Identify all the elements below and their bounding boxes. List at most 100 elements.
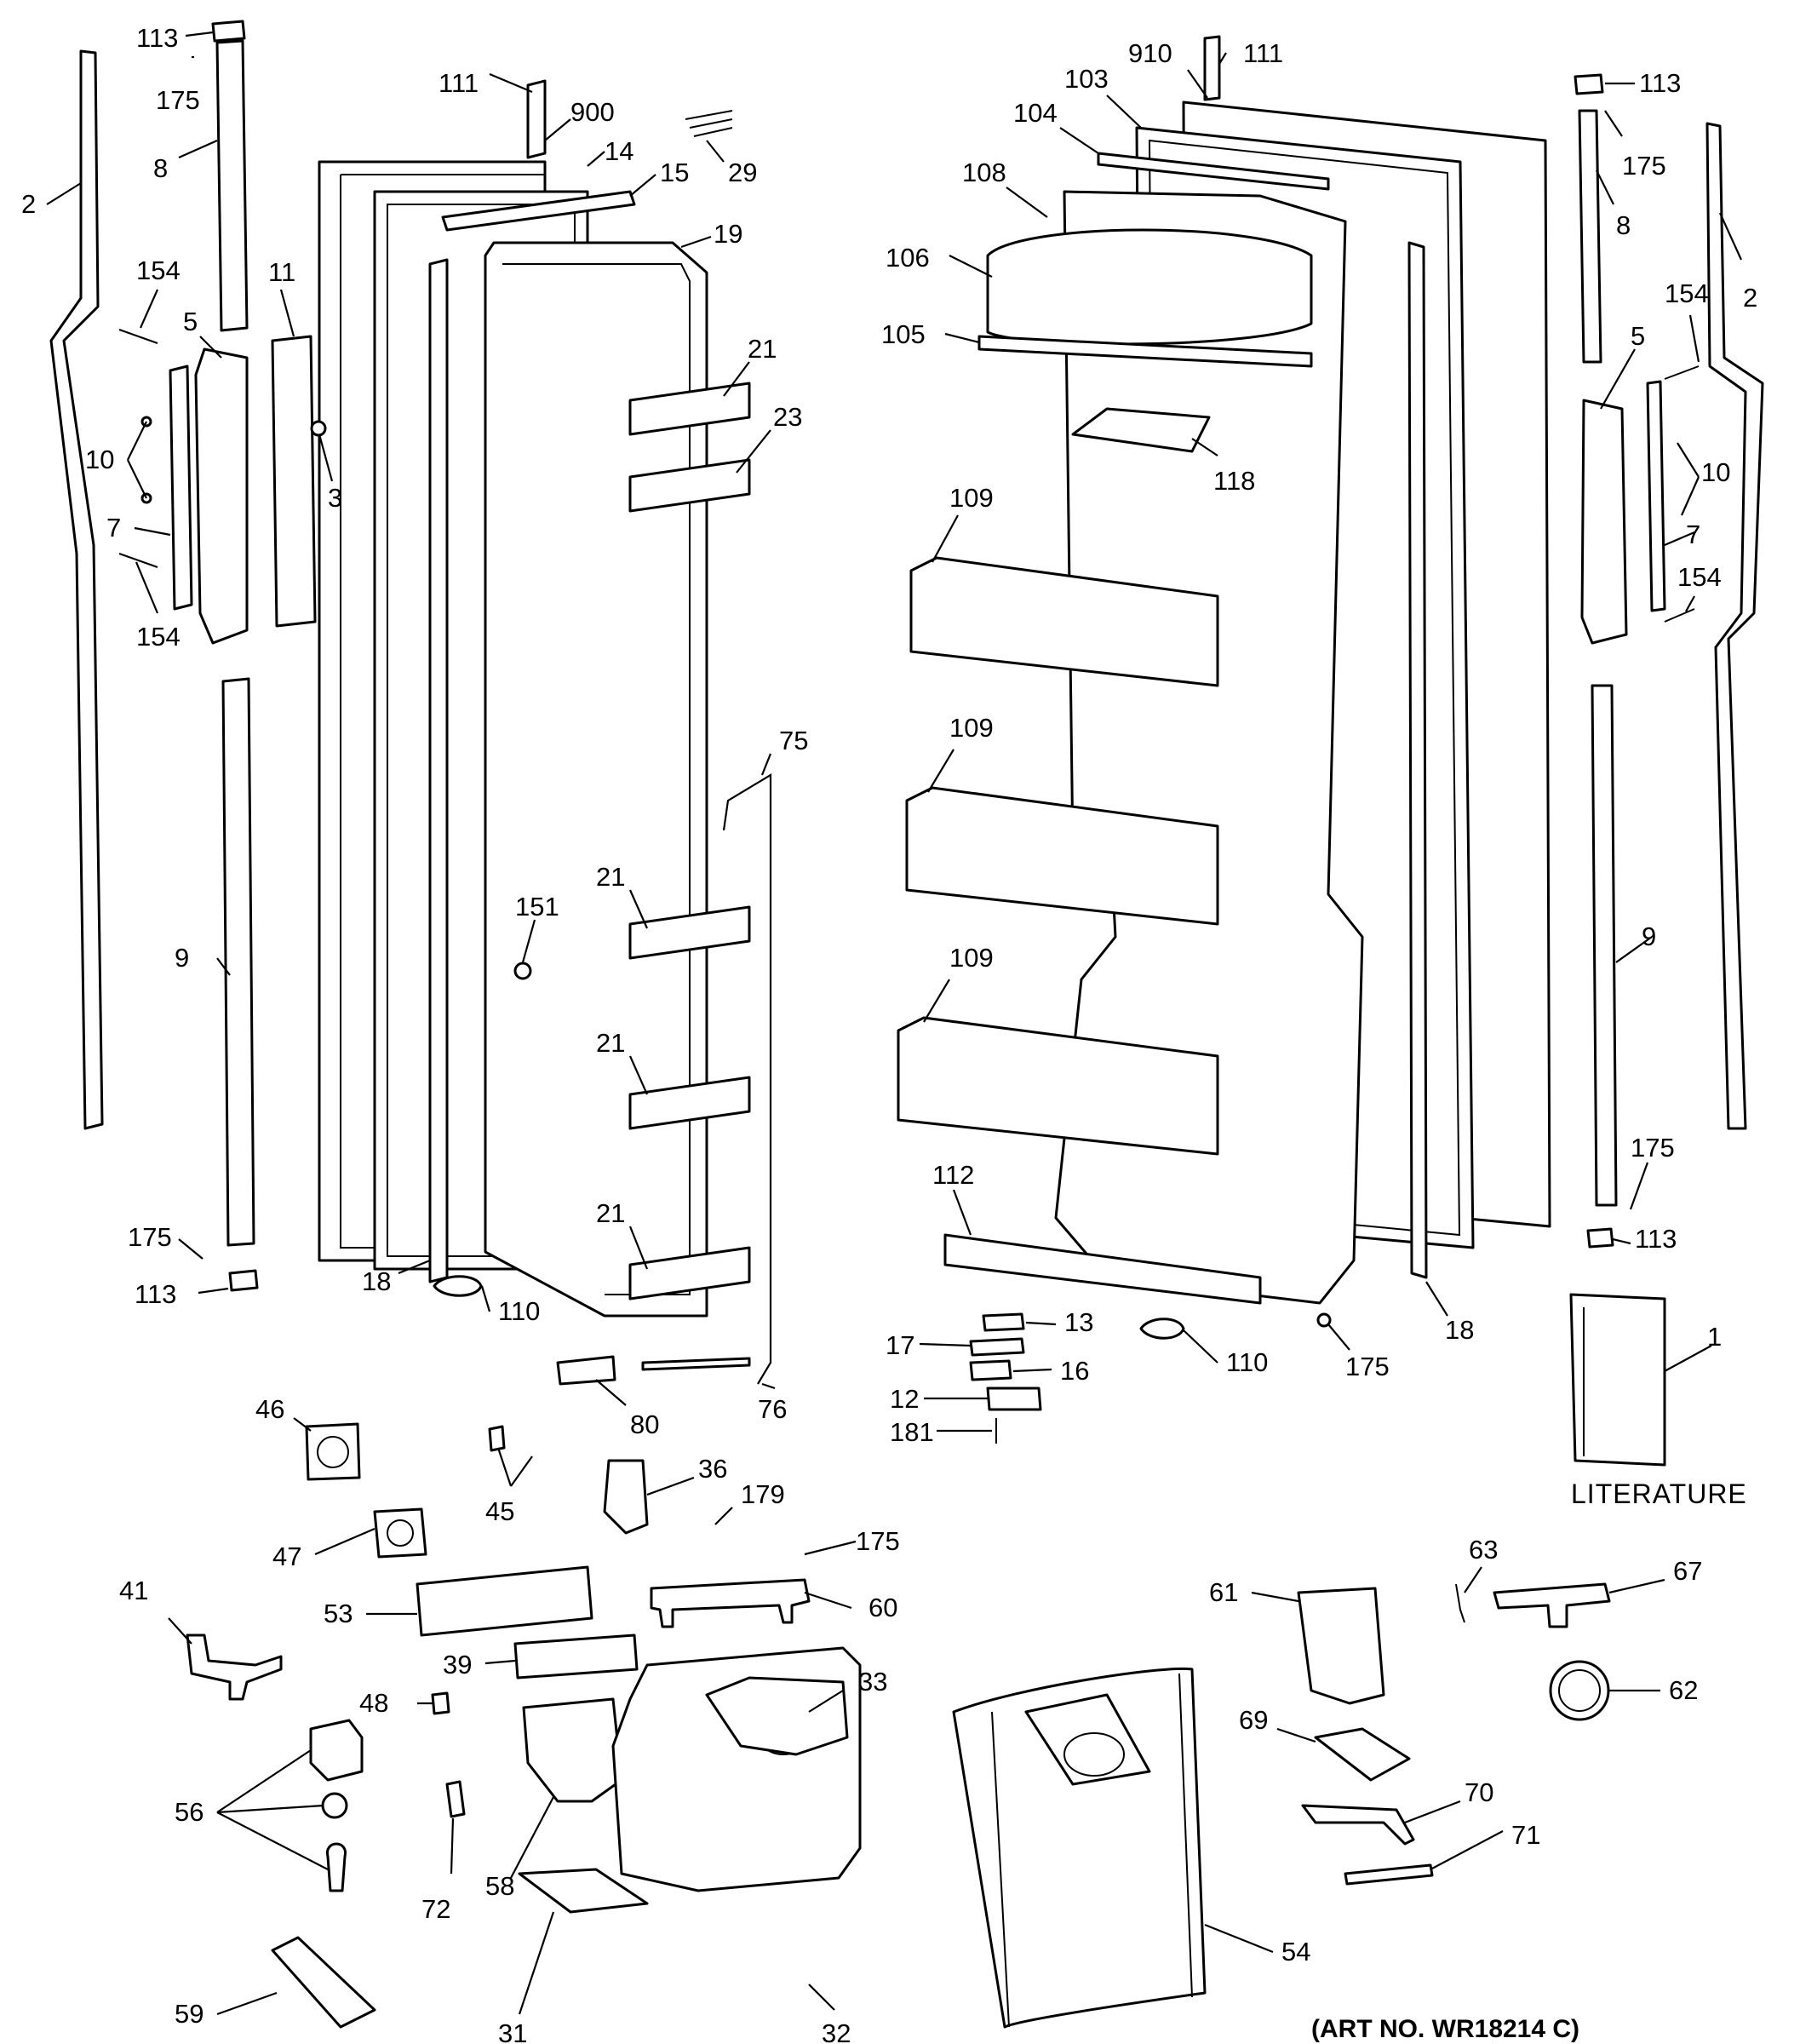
bar-71 xyxy=(1344,1863,1434,1886)
callout-36: 36 xyxy=(698,1454,727,1484)
callout-175: 175 xyxy=(1345,1352,1390,1381)
gasket-strip-18-right xyxy=(1407,241,1428,1279)
callout-45: 45 xyxy=(485,1496,514,1526)
bin-rail-112 xyxy=(943,1233,1262,1305)
gasket-strip-18-left xyxy=(428,258,449,1283)
callout-8: 8 xyxy=(1616,210,1631,240)
cap-113-bottom-right xyxy=(1586,1227,1614,1249)
callout-113: 113 xyxy=(1635,1224,1677,1254)
dairy-rail-105 xyxy=(977,335,1313,368)
callout-112: 112 xyxy=(932,1160,974,1190)
literature-booklet: LITERATURE xyxy=(1569,1293,1747,1509)
freezer-handle-assembly xyxy=(49,20,327,1292)
leader-lines xyxy=(46,31,1743,2016)
door-bin-109-b xyxy=(905,786,1219,926)
callout-113: 113 xyxy=(135,1279,176,1309)
butter-tray-118 xyxy=(1071,407,1211,453)
callout-62: 62 xyxy=(1669,1675,1698,1705)
door-69 xyxy=(1314,1727,1411,1782)
callout-63: 63 xyxy=(1469,1535,1498,1565)
callout-109: 109 xyxy=(949,943,994,973)
freezer-door-assembly xyxy=(318,79,772,1386)
actuator-36 xyxy=(603,1459,649,1535)
callout-179: 179 xyxy=(741,1479,785,1509)
callout-59: 59 xyxy=(175,1999,204,2029)
fitting-80 xyxy=(556,1355,616,1386)
screw-154-right-a xyxy=(1664,365,1700,380)
callout-910: 910 xyxy=(1128,38,1172,68)
hinge-13 xyxy=(982,1312,1025,1332)
callout-29: 29 xyxy=(728,158,757,187)
clip-48 xyxy=(431,1691,450,1715)
spring-63 xyxy=(1455,1583,1465,1623)
callout-5: 5 xyxy=(183,307,198,336)
door-bin-109-c xyxy=(897,1016,1219,1156)
pad-59 xyxy=(271,1936,376,2029)
screw-175-right xyxy=(1316,1312,1332,1328)
callout-46: 46 xyxy=(255,1394,284,1424)
callout-103: 103 xyxy=(1064,64,1109,94)
trim-9-right xyxy=(1591,684,1618,1207)
socket-56 xyxy=(321,1792,348,1819)
top-trim-111-right xyxy=(1203,35,1221,101)
module-39 xyxy=(513,1633,639,1679)
callout-47: 47 xyxy=(272,1542,301,1571)
trim-15 xyxy=(441,190,636,232)
callout-113: 113 xyxy=(1639,68,1681,98)
callout-21: 21 xyxy=(596,1028,625,1058)
callout-106: 106 xyxy=(886,243,930,273)
callout-61: 61 xyxy=(1209,1577,1238,1607)
trim-8-left xyxy=(215,39,249,332)
top-trim-111-left xyxy=(526,79,547,159)
screw-154-right-b xyxy=(1664,608,1695,623)
callout-labels: 113 175 8 2 111 900 14 15 29 19 11 154 5… xyxy=(21,23,1757,2044)
callout-5: 5 xyxy=(1631,321,1645,351)
handle-5-right xyxy=(1580,399,1628,645)
cap-113-top-left xyxy=(211,20,246,43)
plug-151 xyxy=(513,962,532,980)
bulb-56 xyxy=(326,1842,347,1892)
callout-75: 75 xyxy=(779,726,808,755)
tube-75 xyxy=(722,773,772,1385)
trim-9-left xyxy=(221,677,255,1247)
callout-2: 2 xyxy=(21,189,36,219)
callout-69: 69 xyxy=(1239,1705,1268,1735)
callout-154: 154 xyxy=(136,622,181,652)
screw-154-a xyxy=(118,329,158,344)
callout-72: 72 xyxy=(421,1894,450,1924)
callout-108: 108 xyxy=(962,158,1006,187)
cap-113-bottom-left xyxy=(228,1269,259,1292)
fresh-food-handle-assembly xyxy=(1574,73,1764,1249)
hinge-12 xyxy=(986,1387,1042,1411)
callout-60: 60 xyxy=(868,1593,897,1622)
callout-32: 32 xyxy=(822,2018,851,2044)
freezer-shelf-21-b xyxy=(628,1076,751,1130)
screw-3 xyxy=(310,420,327,437)
callout-175: 175 xyxy=(1622,151,1666,181)
hinge-pin-17 xyxy=(969,1337,1025,1357)
drip-tray-31 xyxy=(518,1868,649,1914)
callout-12: 12 xyxy=(890,1384,919,1414)
bracket-67 xyxy=(1493,1582,1611,1628)
hinge-16 xyxy=(969,1359,1012,1381)
callout-151: 151 xyxy=(515,892,559,922)
literature-label: LITERATURE xyxy=(1571,1478,1747,1509)
clip-45 xyxy=(488,1425,506,1452)
callout-23: 23 xyxy=(773,402,802,432)
dispenser-parts xyxy=(186,1422,1611,2029)
tube-76 xyxy=(641,1357,751,1371)
callout-154: 154 xyxy=(1677,562,1722,592)
callout-11: 11 xyxy=(268,257,295,287)
callout-3: 3 xyxy=(328,483,342,513)
ice-chute-33 xyxy=(705,1676,849,1756)
handle-trim-2-left xyxy=(49,49,104,1130)
callout-154: 154 xyxy=(136,256,181,285)
callout-105: 105 xyxy=(881,319,926,349)
screw-154-b xyxy=(118,553,158,568)
bracket-60 xyxy=(650,1578,811,1628)
callout-17: 17 xyxy=(886,1330,914,1360)
door-bin-109-a xyxy=(909,556,1219,687)
freezer-shelf-21-top xyxy=(628,382,751,436)
grommet-110-right xyxy=(1139,1318,1185,1340)
callout-900: 900 xyxy=(570,97,615,127)
